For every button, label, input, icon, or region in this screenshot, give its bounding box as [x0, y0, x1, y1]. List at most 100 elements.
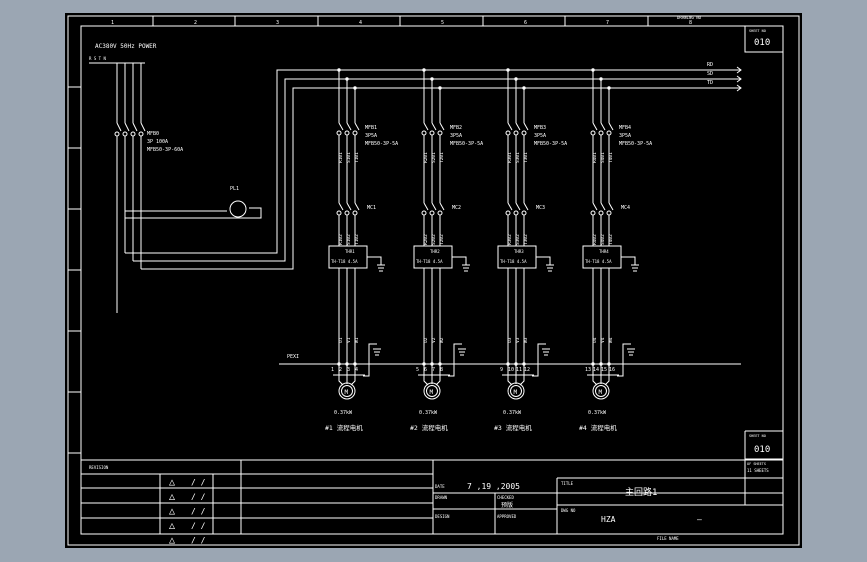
motor-branch: R401R402U4S401S402V4T401T402W4MFB43P5AMF…: [579, 68, 652, 432]
breaker-contact: [338, 122, 344, 131]
branch-breaker-rating: 3P5A: [365, 133, 377, 139]
checked-label: CHECKED: [497, 495, 514, 500]
overload-relay-name: THR2: [430, 249, 440, 254]
contactor-contact: [592, 202, 598, 211]
motor-ground-icon: [448, 343, 466, 377]
pilot-lamp-icon: [229, 200, 247, 218]
wire-label: S402: [600, 234, 606, 245]
designed-label: DESIGN: [435, 514, 450, 519]
terminal-number: 7: [432, 367, 435, 373]
breaker-terminal: [505, 130, 511, 136]
wire-label: S201: [431, 152, 437, 163]
branch-breaker-model: MFB50-3P-5A: [365, 141, 398, 147]
motor-rating: 0.37kW: [334, 410, 353, 416]
wire-label: R402: [592, 234, 598, 245]
breaker-terminal: [352, 130, 358, 136]
motor-branch: R101R102U1S101S102V1T101T102W1MFB13P5AMF…: [325, 68, 398, 432]
drawing-no-label: DRAWING NO: [677, 15, 702, 20]
terminal-number: 10: [508, 367, 514, 373]
overload-relay-name: THR4: [599, 249, 609, 254]
wire-label: W4: [608, 337, 614, 343]
terminal-number: 6: [424, 367, 427, 373]
wire-label: V4: [600, 337, 606, 343]
breaker-terminal: [513, 130, 519, 136]
wire-label: V2: [431, 337, 437, 343]
breaker-terminal: [598, 130, 604, 136]
motor-symbol: M: [514, 389, 518, 396]
branch-breaker-name: MFB3: [534, 125, 546, 131]
contactor-terminal: [606, 210, 612, 216]
pilot-lamp-wiring: [125, 207, 262, 219]
breaker-contact: [507, 122, 513, 131]
date-value: 7 ,19 ,2005: [467, 482, 520, 491]
wire-label: S202: [431, 234, 437, 245]
motor-icon-inner: [426, 385, 438, 397]
inner-frame: [80, 25, 784, 535]
drawing-sheet[interactable]: 1 2 3 4 5 6 7 8: [65, 13, 802, 548]
title-block: [81, 430, 783, 534]
sheet-count-label: OF SHEETS: [747, 462, 766, 466]
relay-ground-icon: [452, 256, 470, 272]
terminal-number: 5: [416, 367, 419, 373]
motor-name: #4 流程电机: [579, 423, 617, 432]
terminal-number: 12: [524, 367, 530, 373]
breaker-terminal: [521, 130, 527, 136]
motor-symbol: M: [599, 389, 603, 396]
wire-label: U1: [338, 337, 344, 343]
motor-name: #2 流程电机: [410, 423, 448, 432]
breaker-contact: [439, 122, 445, 131]
terminal-number: 1: [331, 367, 334, 373]
sheet-number-top-label: SHEET NO: [749, 29, 766, 33]
contactor-terminal: [521, 210, 527, 216]
motor-name: #1 流程电机: [325, 423, 363, 432]
branch-breaker-name: MFB4: [619, 125, 631, 131]
revision-mark-icon: △: [169, 477, 175, 488]
breaker-contact: [600, 122, 606, 131]
wire-label: T101: [354, 152, 360, 163]
wire-label: S302: [515, 234, 521, 245]
revision-mark-icon: △: [169, 506, 175, 517]
motor-ground-icon: [363, 343, 381, 377]
contactor-terminal: [590, 210, 596, 216]
terminal-number: 3: [347, 367, 350, 373]
dwg-label: DWG NO: [561, 508, 576, 513]
title-label: TITLE: [561, 481, 574, 486]
terminal-number: 9: [500, 367, 503, 373]
supply-feed-s: [133, 78, 741, 262]
breaker-contact: [523, 122, 529, 131]
supply-header: AC380V 50Hz POWER: [95, 43, 157, 50]
wire-label: R102: [338, 234, 344, 245]
motor-rating: 0.37kW: [419, 410, 438, 416]
wire-label: S301: [515, 152, 521, 163]
contactor-terminal: [344, 210, 350, 216]
left-ruler-ticks: [68, 86, 81, 454]
motor-name: #3 流程电机: [494, 423, 532, 432]
contactor-terminal: [336, 210, 342, 216]
revision-date: / /: [191, 522, 206, 531]
branch-breaker-rating: 3P5A: [534, 133, 546, 139]
wire-label: T201: [439, 152, 445, 163]
wire-label: U2: [423, 337, 429, 343]
overload-relay-name: THR3: [514, 249, 524, 254]
file-name-label: FILE NAME: [657, 536, 679, 541]
contactor-contact: [608, 202, 614, 211]
breaker-contact: [346, 122, 352, 131]
wire-label: T202: [439, 234, 445, 245]
motor-icon: [592, 382, 610, 400]
terminal-number: 4: [355, 367, 358, 373]
main-breaker-model: MFB50-3P-60A: [147, 147, 183, 153]
wire-label: R302: [507, 234, 513, 245]
terminal-number: 8: [440, 367, 443, 373]
sheet-number-box-top: [744, 25, 784, 53]
wire-label: U4: [592, 337, 598, 343]
ruler-mark: 2: [194, 20, 197, 26]
wire-label: S102: [346, 234, 352, 245]
wire-label: T301: [523, 152, 529, 163]
revision-rows: △/ /△/ /△/ /△/ /△/ /: [169, 477, 206, 546]
breaker-contact: [423, 122, 429, 131]
terminal-number: 11: [516, 367, 522, 373]
wire-label: R202: [423, 234, 429, 245]
contactor-terminal: [421, 210, 427, 216]
motor-icon: [423, 382, 441, 400]
